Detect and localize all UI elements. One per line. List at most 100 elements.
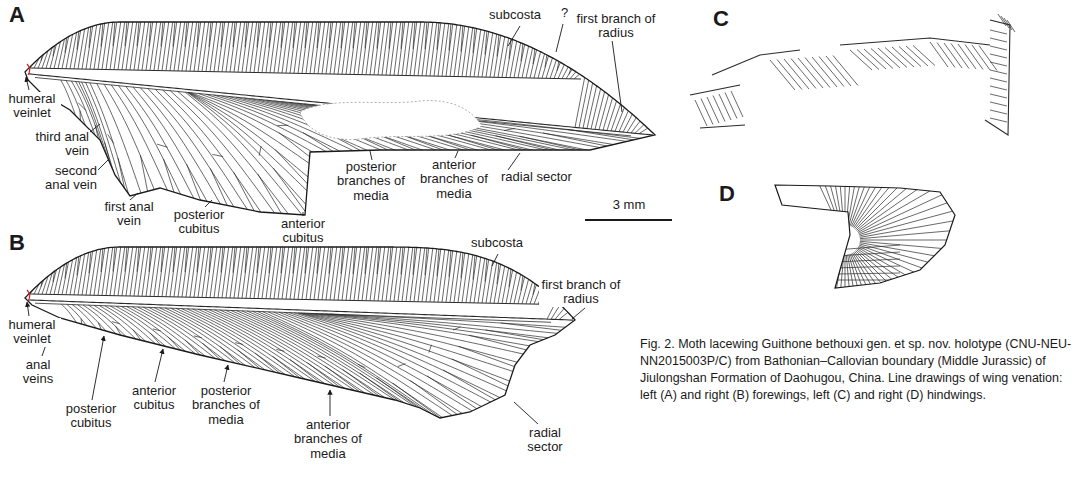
costal-veinlet (74, 254, 81, 295)
vein-fragment (998, 14, 1006, 26)
vein-fork (377, 378, 423, 411)
costal-veinlet (281, 20, 283, 48)
subcosta-vein (29, 68, 581, 79)
costal-veinlet (282, 20, 289, 73)
radial-veinlet (619, 109, 629, 131)
radiating-vein (819, 92, 842, 225)
costal-veinlet (222, 20, 229, 72)
costal-veinlet (173, 20, 175, 46)
costal-veinlet (305, 245, 307, 273)
costal-veinlet (509, 268, 511, 287)
costal-veinlet (86, 249, 93, 295)
longitudinal-vein (143, 307, 229, 363)
costal-veinlet (185, 20, 187, 47)
costal-veinlet (413, 245, 415, 274)
costal-veinlet (406, 245, 413, 301)
longitudinal-vein (149, 307, 239, 366)
costal-veinlet (222, 245, 229, 298)
costal-veinlet (137, 245, 139, 272)
leader-line (492, 254, 498, 266)
costal-veinlet (374, 245, 381, 301)
costal-veinlet (554, 61, 561, 79)
missing-area (300, 101, 482, 140)
costal-veinlet (414, 20, 421, 76)
costal-veinlet (257, 245, 259, 273)
costal-veinlet (149, 20, 151, 46)
costal-veinlet (446, 22, 453, 76)
vein-fragment (805, 58, 830, 88)
vein-fork (308, 363, 343, 389)
costal-veinlet (161, 245, 163, 272)
costal-veinlet (158, 245, 165, 297)
costal-veinlet (294, 245, 301, 299)
costal-veinlet (126, 20, 133, 70)
costal-veinlet (142, 20, 149, 70)
longitudinal-vein (163, 90, 265, 218)
longitudinal-vein (72, 305, 97, 330)
cross-vein (398, 364, 406, 367)
vein-fragment (731, 91, 743, 117)
vein-fork (443, 370, 499, 402)
costal-veinlet (365, 20, 367, 48)
costal-veinlet (377, 20, 379, 49)
costal-veinlet (473, 254, 475, 279)
radiating-vein (855, 125, 942, 228)
longitudinal-vein (294, 313, 509, 402)
leader-line (26, 77, 29, 90)
radial-veinlet (627, 116, 637, 132)
longitudinal-vein (94, 305, 138, 340)
costal-veinlet (221, 245, 223, 272)
vein-fragment (791, 59, 816, 89)
longitudinal-vein (119, 86, 184, 200)
costal-veinlet (450, 23, 457, 77)
panel-letter: D (718, 183, 736, 205)
vein-fragment (990, 54, 1007, 58)
vein-fragment (990, 78, 1007, 82)
costal-veinlet (118, 20, 125, 70)
costal-veinlet (350, 245, 357, 300)
costal-veinlet (510, 39, 517, 77)
costal-veinlet (557, 61, 559, 71)
costal-veinlet (94, 247, 101, 295)
costal-veinlet (454, 250, 461, 302)
costal-veinlet (494, 33, 501, 77)
vein-fork (118, 158, 125, 191)
costal-veinlet (398, 20, 405, 75)
costal-veinlet (438, 248, 445, 302)
costal-veinlet (82, 25, 89, 69)
costal-veinlet (242, 245, 249, 298)
costal-veinlet (442, 22, 449, 77)
vein-fragment (1007, 20, 1015, 32)
vein-fork (423, 134, 474, 151)
costal-veinlet (266, 20, 273, 73)
costal-veinlet (402, 20, 409, 75)
vein-label: posterior cubitus (167, 208, 231, 237)
longitudinal-vein (262, 312, 450, 423)
costal-veinlet (370, 20, 377, 75)
vein-fork (255, 353, 282, 375)
costal-veinlet (262, 20, 269, 73)
costal-veinlet (270, 245, 277, 299)
radiating-vein (854, 117, 931, 228)
costal-veinlet (113, 20, 115, 46)
leader-line (205, 200, 212, 207)
radiating-vein (859, 177, 981, 234)
costal-veinlet (534, 50, 541, 78)
costal-veinlet (258, 245, 265, 299)
costal-veinlet (317, 20, 319, 48)
costal-veinlet (382, 20, 389, 75)
radiating-vein (856, 251, 951, 346)
vein-fragment (990, 110, 1007, 114)
costal-veinlet (442, 248, 449, 302)
costal-veinlet (182, 245, 189, 297)
radiating-vein (832, 91, 844, 225)
cross-vein (318, 356, 326, 358)
longitudinal-vein (189, 93, 314, 182)
costal-veinlet (154, 245, 161, 296)
costal-veinlet (462, 252, 469, 303)
costal-veinlet (446, 249, 453, 302)
vein-fragment (990, 30, 1007, 34)
costal-veinlet (210, 245, 217, 298)
costal-veinlet (293, 20, 295, 48)
costal-veinlet (218, 20, 225, 72)
